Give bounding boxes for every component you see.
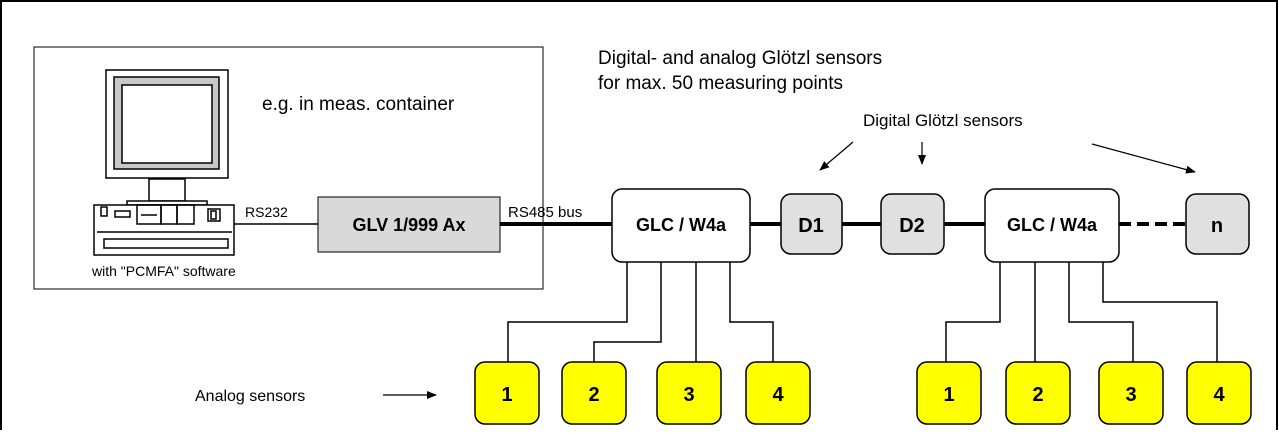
sensors-title-line2: for max. 50 measuring points [598, 73, 843, 94]
computer-icon [93, 69, 235, 256]
controller-1-wiring [507, 262, 774, 362]
analog-sensor-label: 2 [1032, 384, 1043, 406]
arrow-to-d1 [819, 141, 854, 171]
controller-2-wiring [945, 262, 1218, 362]
controller-2 [984, 188, 1120, 263]
analog-sensor-label: 3 [1125, 384, 1136, 406]
analog-sensor [1005, 361, 1071, 425]
controller-1-label: GLC / W4a [636, 215, 727, 235]
analog-sensor-label: 1 [943, 384, 954, 406]
sensors-title-line1: Digital- and analog Glötzl sensors [598, 48, 882, 69]
controller-2-label: GLC / W4a [1007, 215, 1098, 235]
digital-sensor-d2 [880, 193, 945, 255]
analog-sensor-label: 4 [772, 384, 784, 406]
analog-sensor-label: 3 [683, 384, 694, 406]
rs485-label: RS485 bus [508, 204, 582, 221]
analog-sensor [1098, 361, 1164, 425]
analog-sensor [561, 361, 627, 425]
analog-sensor [1186, 361, 1252, 425]
arrow-to-n [1091, 143, 1196, 174]
digital-sensor-d2-label: D2 [899, 215, 925, 237]
sensor-n-label: n [1211, 215, 1223, 237]
rs232-label: RS232 [245, 204, 288, 220]
digital-sensor-d1 [780, 193, 843, 255]
analog-sensors-label: Analog sensors [195, 388, 305, 405]
analog-sensor-label: 1 [501, 384, 512, 406]
analog-sensor-label: 4 [1213, 384, 1225, 406]
digital-sensors-label: Digital Glötzl sensors [863, 111, 1023, 130]
analog-sensor-group-2: 1 2 3 4 [916, 361, 1252, 425]
software-label: with "PCMFA" software [91, 263, 236, 279]
digital-sensor-d1-label: D1 [798, 215, 824, 237]
converter-label: GLV 1/999 Ax [352, 215, 465, 235]
analog-sensor [745, 361, 811, 425]
container-box [33, 46, 544, 290]
analog-sensor [474, 361, 540, 425]
container-label: e.g. in meas. container [262, 94, 455, 115]
converter-box [317, 196, 501, 253]
analog-sensor [656, 361, 722, 425]
sensor-n [1185, 193, 1250, 255]
analog-sensor [916, 361, 982, 425]
analog-sensor-group-1: 1 2 3 4 [474, 361, 811, 425]
controller-1 [611, 188, 751, 263]
analog-sensor-label: 2 [588, 384, 599, 406]
